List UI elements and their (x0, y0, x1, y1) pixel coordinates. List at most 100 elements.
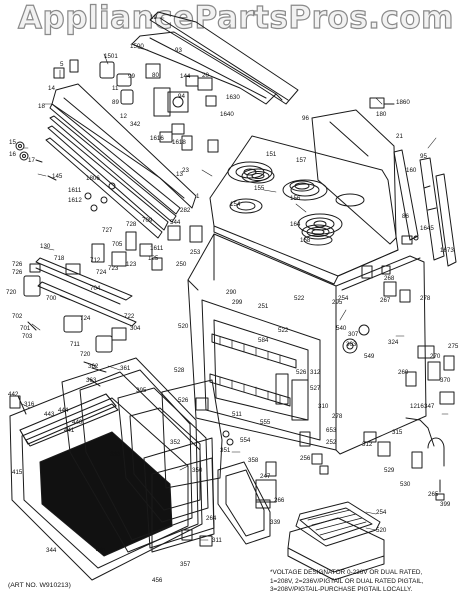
callout-label: 278 (332, 413, 343, 420)
callout-label: 11 (112, 85, 119, 92)
callout-label: 307 (348, 331, 359, 338)
callout-label: 154 (230, 201, 241, 208)
voltage-footnote: *VOLTAGE DESIGNATOR 0-236V OR DUAL RATED… (270, 569, 424, 594)
callout-label: 95 (420, 153, 427, 160)
callout-label: 700 (46, 295, 57, 302)
callout-label: 704 (90, 285, 101, 292)
callout-label: 1618 (172, 139, 186, 146)
callout-label: 393 (110, 451, 121, 458)
callout-label: 724 (80, 315, 91, 322)
callout-label: 440 (72, 419, 83, 426)
top-trim-bar (150, 12, 298, 104)
callout-label: 511 (232, 411, 242, 418)
callout-label: 358 (248, 457, 259, 464)
callout-label: 701 (20, 325, 31, 332)
rear-panel (312, 98, 396, 244)
callout-label: 160 (406, 167, 417, 174)
vent-bar (132, 32, 276, 104)
callout-label: 722 (124, 313, 135, 320)
callout-label: 89 (112, 99, 119, 106)
callout-label: 653 (326, 427, 337, 434)
callout-label: 251 (258, 303, 269, 310)
callout-label: 304 (130, 325, 141, 332)
callout-label: 16 (9, 151, 16, 158)
callout-label: 96 (302, 115, 309, 122)
callout-label: 123 (126, 261, 137, 268)
backsplash-panel (46, 84, 196, 238)
callout-label: 529 (384, 467, 395, 474)
callout-label: 94 (178, 93, 185, 100)
callout-label: 727 (102, 227, 113, 234)
callout-label: 254 (338, 295, 349, 302)
callout-label: 709 (142, 217, 153, 224)
callout-label: 444 (58, 407, 69, 414)
callout-label: 540 (336, 325, 347, 332)
callout-label: 1806 (86, 175, 100, 182)
callout-label: 347 (424, 403, 435, 410)
callout-label: 21 (396, 133, 403, 140)
callout-label: 352 (170, 439, 181, 446)
callout-label: 705 (112, 241, 123, 248)
callout-label: 275 (448, 343, 459, 350)
callout-label: 1 (196, 193, 200, 200)
callout-label: 264 (206, 515, 217, 522)
callout-label: 1645 (420, 225, 434, 232)
callout-label: 351 (220, 447, 231, 454)
callout-label: 12 (120, 113, 127, 120)
callout-label: 130 (40, 243, 51, 250)
callout-label: 86 (402, 213, 409, 220)
callout-label: 312 (310, 369, 321, 376)
callout-label: 370 (440, 377, 451, 384)
callout-label: 299 (232, 299, 243, 306)
callout-label: 1611 (150, 245, 164, 252)
callout-label: 443 (44, 411, 55, 418)
callout-label: 282 (180, 207, 191, 214)
callout-label: 555 (260, 419, 271, 426)
callout-label: 19 (150, 14, 157, 21)
callout-label: 1216 (410, 403, 424, 410)
oven-door-assembly (10, 358, 222, 580)
callout-label: 151 (266, 151, 277, 158)
callout-label: 712 (90, 257, 101, 264)
callout-label: 724 (96, 269, 107, 276)
callout-label: 266 (274, 497, 285, 504)
callout-label: 13 (176, 171, 183, 178)
callout-label: 247 (260, 473, 271, 480)
callout-label: 5 (60, 61, 64, 68)
callout-label: 156 (290, 195, 301, 202)
leader-lines (22, 18, 448, 540)
callout-label: 14 (48, 85, 55, 92)
callout-label: 80 (152, 72, 159, 79)
callout-label: 316 (24, 401, 35, 408)
callout-label: 93 (175, 47, 182, 54)
callout-label: 726 (12, 269, 23, 276)
callout-label: 278 (420, 295, 431, 302)
callout-label: 144 (180, 73, 191, 80)
callout-label: 357 (180, 561, 191, 568)
callout-label: 544 (170, 219, 181, 226)
callout-label: 442 (8, 391, 19, 398)
callout-label: 267 (380, 297, 391, 304)
callout-label: 23 (182, 167, 189, 174)
callout-label: 155 (254, 185, 265, 192)
drawer-panel (182, 462, 270, 546)
callout-label: 441 (96, 547, 107, 554)
callout-label: 310 (318, 403, 329, 410)
callout-label: 526 (296, 369, 307, 376)
callout-label: 718 (54, 255, 65, 262)
callout-label: 315 (392, 429, 403, 436)
callout-label: 252 (326, 439, 337, 446)
callout-label: 441 (64, 427, 75, 434)
callout-label: 720 (6, 289, 17, 296)
callout-label: 265 (428, 491, 439, 498)
callout-label: 1630 (226, 94, 240, 101)
callout-label: 361 (120, 365, 131, 372)
callout-label: 726 (12, 261, 23, 268)
callout-label: 528 (174, 367, 185, 374)
control-knobs (16, 142, 115, 211)
callout-label: 520 (178, 323, 189, 330)
callout-label: 363 (86, 377, 97, 384)
art-number: (ART NO. W910213) (8, 582, 71, 589)
